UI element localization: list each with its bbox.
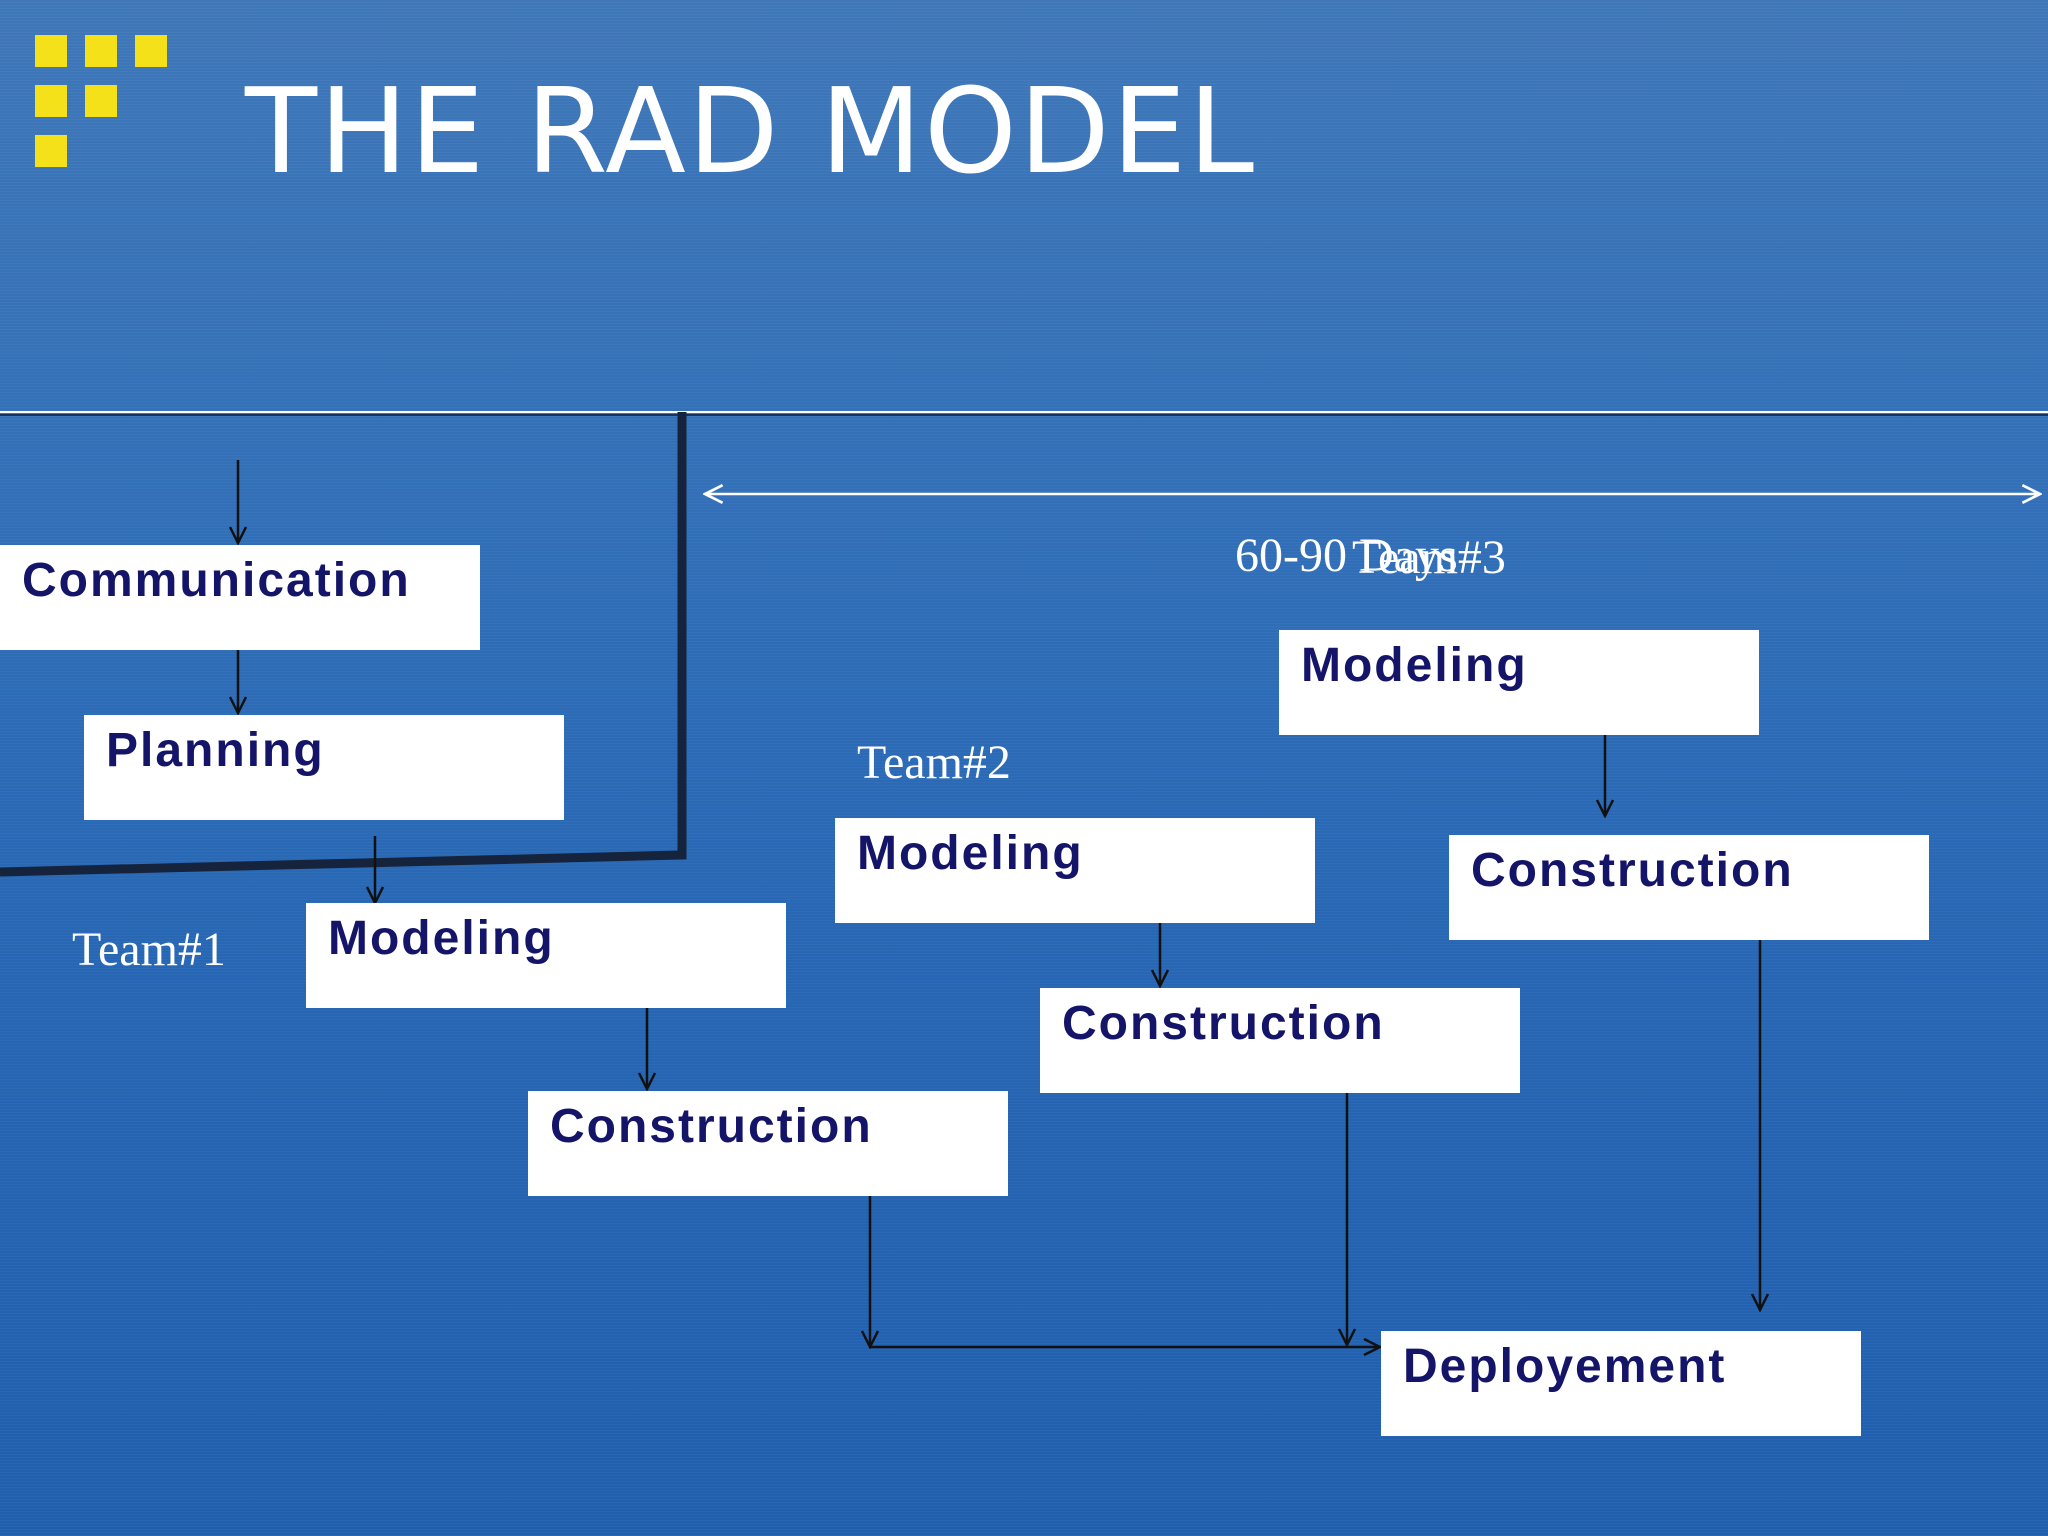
communication-label: Communication (22, 554, 411, 607)
phase-bracket (0, 412, 687, 877)
planning-box: Planning (84, 715, 564, 820)
team2-label: Team#2 (857, 736, 1011, 789)
team1-construction-label: Construction (550, 1100, 873, 1153)
team3-modeling-label: Modeling (1301, 639, 1528, 692)
yellow-square-grid-logo (35, 35, 175, 175)
duration-label: 60-90 Days (1235, 529, 1458, 582)
team1-modeling-label: Modeling (328, 912, 555, 965)
team1-construction-box: Construction (528, 1091, 1008, 1196)
deployment-label: Deployement (1403, 1340, 1727, 1393)
slide-title: THE RAD MODEL (245, 62, 1257, 200)
team1-modeling-box: Modeling (306, 903, 786, 1008)
team2-construction-box: Construction (1040, 988, 1520, 1093)
team2-modeling-label: Modeling (857, 827, 1084, 880)
team2-modeling-box: Modeling (835, 818, 1315, 923)
planning-label: Planning (106, 724, 325, 777)
team3-modeling-box: Modeling (1279, 630, 1759, 735)
team3-label: Team#3 (1352, 531, 1506, 584)
team3-construction-box: Construction (1449, 835, 1929, 940)
deployment-box: Deployement (1381, 1331, 1861, 1436)
team1-label: Team#1 (72, 923, 226, 976)
communication-box: Communication (0, 545, 480, 650)
team3-construction-label: Construction (1471, 844, 1794, 897)
team2-construction-label: Construction (1062, 997, 1385, 1050)
